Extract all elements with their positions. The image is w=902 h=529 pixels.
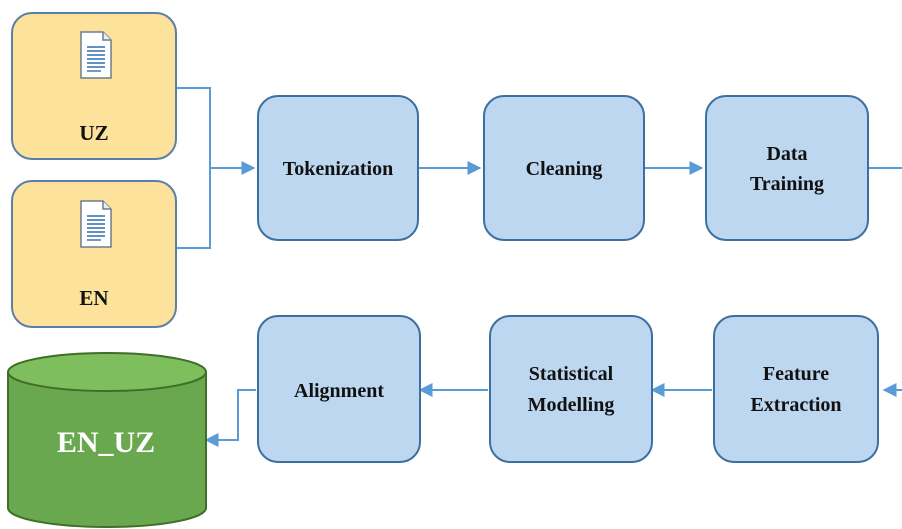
- step-cleaning-label: Cleaning: [526, 158, 603, 180]
- step-cleaning-box: [483, 95, 645, 241]
- step-feature-extraction-label-line2: Extraction: [750, 394, 841, 416]
- input-en-box: [11, 180, 177, 328]
- step-feature-extraction-box: [713, 315, 879, 463]
- input-uz-box: [11, 12, 177, 160]
- step-feature-extraction: Feature Extraction: [713, 315, 879, 463]
- step-data-training-label-line2: Training: [750, 173, 824, 195]
- step-statistical-modelling-label-line2: Modelling: [528, 394, 615, 416]
- output-database: EN_UZ: [7, 352, 207, 528]
- step-tokenization: Tokenization: [257, 95, 419, 241]
- database-cylinder-top: [7, 352, 207, 392]
- step-alignment: Alignment: [257, 315, 421, 463]
- step-statistical-modelling-label-line1: Statistical: [529, 363, 614, 385]
- input-en: EN: [11, 180, 177, 328]
- step-statistical-modelling: Statistical Modelling: [489, 315, 653, 463]
- input-en-label: EN: [79, 286, 108, 310]
- input-uz: UZ: [11, 12, 177, 160]
- step-alignment-box: [257, 315, 421, 463]
- step-alignment-label: Alignment: [294, 380, 384, 402]
- database-cylinder-body: [7, 372, 207, 528]
- arrow-alignment-to-database: [204, 389, 256, 447]
- connectors: [176, 87, 902, 447]
- input-uz-label: UZ: [79, 121, 108, 145]
- document-icon: [80, 31, 112, 79]
- step-tokenization-label: Tokenization: [283, 158, 393, 180]
- connector-uz-to-join: [176, 87, 211, 168]
- output-database-label: EN_UZ: [57, 426, 155, 459]
- step-data-training: Data Training: [705, 95, 869, 241]
- step-statistical-modelling-box: [489, 315, 653, 463]
- step-data-training-label-line1: Data: [766, 143, 807, 165]
- step-data-training-box: [705, 95, 869, 241]
- step-feature-extraction-label-line1: Feature: [763, 363, 829, 385]
- connector-en-to-join: [176, 168, 211, 249]
- step-cleaning: Cleaning: [483, 95, 645, 241]
- step-tokenization-box: [257, 95, 419, 241]
- document-icon: [80, 200, 112, 248]
